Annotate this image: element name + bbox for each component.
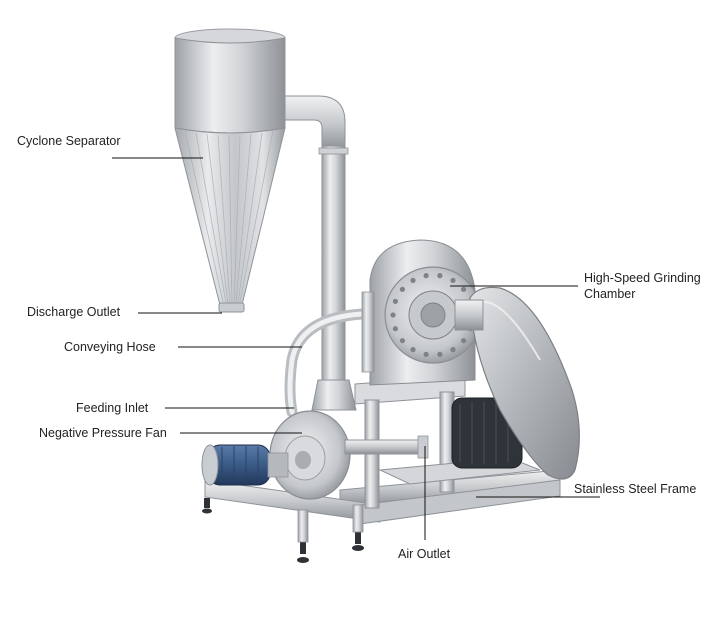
conveying-hose (284, 308, 368, 418)
bolt (461, 286, 467, 292)
label-cyclone-separator: Cyclone Separator (17, 134, 121, 148)
grinding-chamber (361, 239, 482, 386)
label-conveying-hose: Conveying Hose (64, 340, 156, 354)
label-grinding-chamber-line2: Chamber (584, 287, 636, 301)
air-pipe (311, 145, 357, 411)
label-discharge-outlet: Discharge Outlet (27, 305, 121, 319)
bolt (450, 347, 456, 353)
bolt (410, 277, 416, 283)
bolt (399, 338, 405, 344)
bolt (423, 273, 429, 279)
bolt (392, 326, 398, 332)
label-stainless-steel-frame: Stainless Steel Frame (574, 482, 697, 496)
leader-lines (112, 157, 600, 540)
bolt (437, 273, 443, 279)
label-grinding-chamber-line1: High-Speed Grinding (584, 271, 701, 285)
grinding-chamber-bolts (390, 273, 476, 357)
bolt (450, 277, 456, 283)
label-negative-pressure-fan: Negative Pressure Fan (39, 426, 167, 440)
bolt (399, 286, 405, 292)
fan-motor (201, 444, 289, 486)
bolt (392, 298, 398, 304)
label-air-outlet: Air Outlet (398, 547, 451, 561)
bolt (390, 312, 396, 318)
label-feeding-inlet: Feeding Inlet (76, 401, 149, 415)
bolt (423, 351, 429, 357)
bolt (461, 338, 467, 344)
bolt (410, 347, 416, 353)
belt-guard (454, 286, 580, 480)
bolt (437, 351, 443, 357)
cyclone-separator (174, 28, 346, 313)
